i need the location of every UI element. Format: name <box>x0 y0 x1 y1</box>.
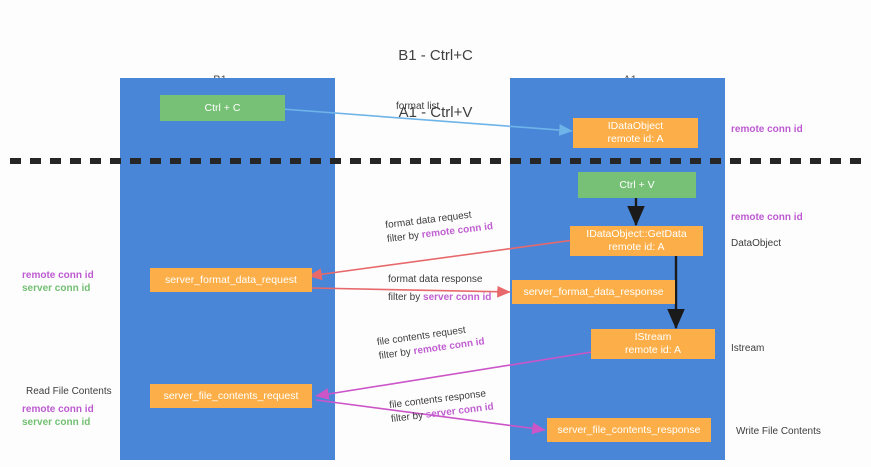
edge-label-format-data-request-prefix: filter by <box>386 229 423 246</box>
node-idataobject-getdata-remote-id: remote id: A <box>608 241 665 253</box>
node-idataobject[interactable]: IDataObject remote id: A <box>573 118 698 148</box>
edge-label-format-data-response-line1: format data response <box>388 274 483 285</box>
edge-label-format-list-text: format list <box>396 101 440 112</box>
edge-label-format-data-response-line2: filter by server conn id <box>388 291 491 305</box>
title-line-1: B1 - Ctrl+C <box>398 47 473 64</box>
edge-label-format-data-response: format data response filter by server co… <box>388 273 491 305</box>
node-ctrl-v-label: Ctrl + V <box>619 178 655 191</box>
edge-label-format-data-response-highlight: server conn id <box>423 292 492 303</box>
node-idataobject-getdata[interactable]: IDataObject::GetData remote id: A <box>570 226 703 256</box>
node-istream-label: IStream <box>634 331 672 343</box>
edge-label-file-contents-response-prefix: filter by <box>390 409 427 426</box>
edge-label-format-data-request: format data request filter by remote con… <box>385 206 494 247</box>
annotation-left-remote-conn-id-mid: remote conn id <box>22 270 94 281</box>
annotation-left-server-conn-id-bottom: server conn id <box>22 417 91 428</box>
node-server-file-contents-response[interactable]: server_file_contents_response <box>547 418 711 442</box>
edge-label-file-contents-request-prefix: filter by <box>378 346 415 363</box>
edge-label-file-contents-request: file contents request filter by remote c… <box>376 321 486 364</box>
node-server-format-data-request[interactable]: server_format_data_request <box>150 268 312 292</box>
node-server-format-data-request-label: server_format_data_request <box>165 273 297 286</box>
annotation-left-read-file-contents: Read File Contents <box>26 386 112 397</box>
node-server-format-data-response[interactable]: server_format_data_response <box>512 280 675 304</box>
node-idataobject-remote-id: remote id: A <box>607 133 664 145</box>
edge-label-format-list: format list <box>396 100 439 114</box>
node-istream[interactable]: IStream remote id: A <box>591 329 715 359</box>
annotation-right-dataobject: DataObject <box>731 238 782 249</box>
annotation-right-write-file-contents: Write File Contents <box>736 426 821 437</box>
annotation-right-remote-conn-id-mid: remote conn id <box>731 212 803 223</box>
node-server-file-contents-request[interactable]: server_file_contents_request <box>150 384 312 408</box>
annotation-left-server-conn-id-mid: server conn id <box>22 283 91 294</box>
node-ctrl-c-label: Ctrl + C <box>204 101 241 114</box>
annotation-right-remote-conn-id-top: remote conn id <box>731 124 803 135</box>
annotation-left-remote-conn-id-bottom: remote conn id <box>22 404 94 415</box>
node-idataobject-label: IDataObject <box>607 120 664 132</box>
node-idataobject-getdata-label: IDataObject::GetData <box>586 228 687 240</box>
edge-label-format-data-response-prefix: filter by <box>388 292 424 303</box>
annotation-right-istream: Istream <box>731 343 765 354</box>
node-server-format-data-response-label: server_format_data_response <box>523 285 664 298</box>
edge-label-file-contents-response: file contents response filter by server … <box>389 387 495 427</box>
node-server-file-contents-request-label: server_file_contents_request <box>163 389 299 402</box>
node-ctrl-v[interactable]: Ctrl + V <box>578 172 696 198</box>
node-istream-remote-id: remote id: A <box>624 344 682 356</box>
node-ctrl-c[interactable]: Ctrl + C <box>160 95 285 121</box>
node-server-file-contents-response-label: server_file_contents_response <box>557 423 701 436</box>
